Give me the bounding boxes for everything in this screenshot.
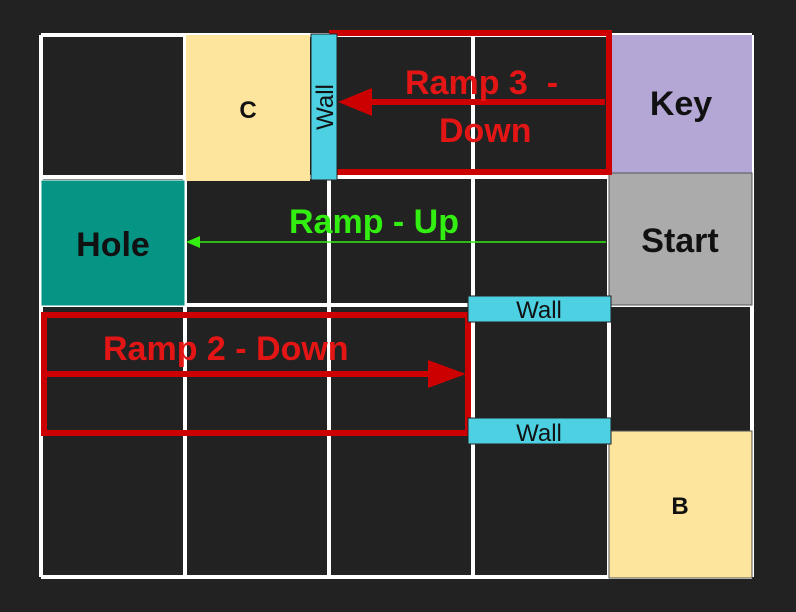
ramp-up-label: Ramp - Up [289, 203, 459, 241]
wall-top: Wall [310, 33, 339, 181]
ramp-3-arrowhead [338, 88, 372, 116]
cell-b-label: B [671, 493, 688, 520]
ramp-2-label: Ramp 2 - Down [103, 330, 349, 368]
cell-hole: Hole [40, 179, 186, 307]
wall-middle-label: Wall [516, 297, 562, 324]
cell-hole-label: Hole [76, 226, 150, 264]
wall-lower: Wall [467, 417, 612, 447]
wall-top-label: Wall [312, 84, 339, 130]
cell-c: C [186, 35, 310, 181]
wall-lower-label: Wall [516, 420, 562, 447]
ramp-up: Ramp - Up [186, 203, 606, 248]
wall-middle: Wall [467, 295, 612, 324]
ramp-2-arrowhead [428, 360, 466, 388]
cell-b: B [608, 430, 753, 579]
ramp-2-region: Ramp 2 - Down [41, 312, 471, 436]
cell-start-label: Start [641, 222, 718, 260]
ramp-3-label-line2: Down [439, 112, 532, 150]
cell-key-label: Key [650, 85, 712, 123]
cell-key: Key [609, 35, 752, 174]
cell-c-label: C [239, 97, 256, 124]
cell-start: Start [608, 172, 753, 306]
ramp-3-region: Ramp 3 - Down [329, 30, 612, 175]
ramp-3-label-line1: Ramp 3 - [405, 64, 558, 102]
ramp-up-arrowhead [186, 236, 200, 248]
